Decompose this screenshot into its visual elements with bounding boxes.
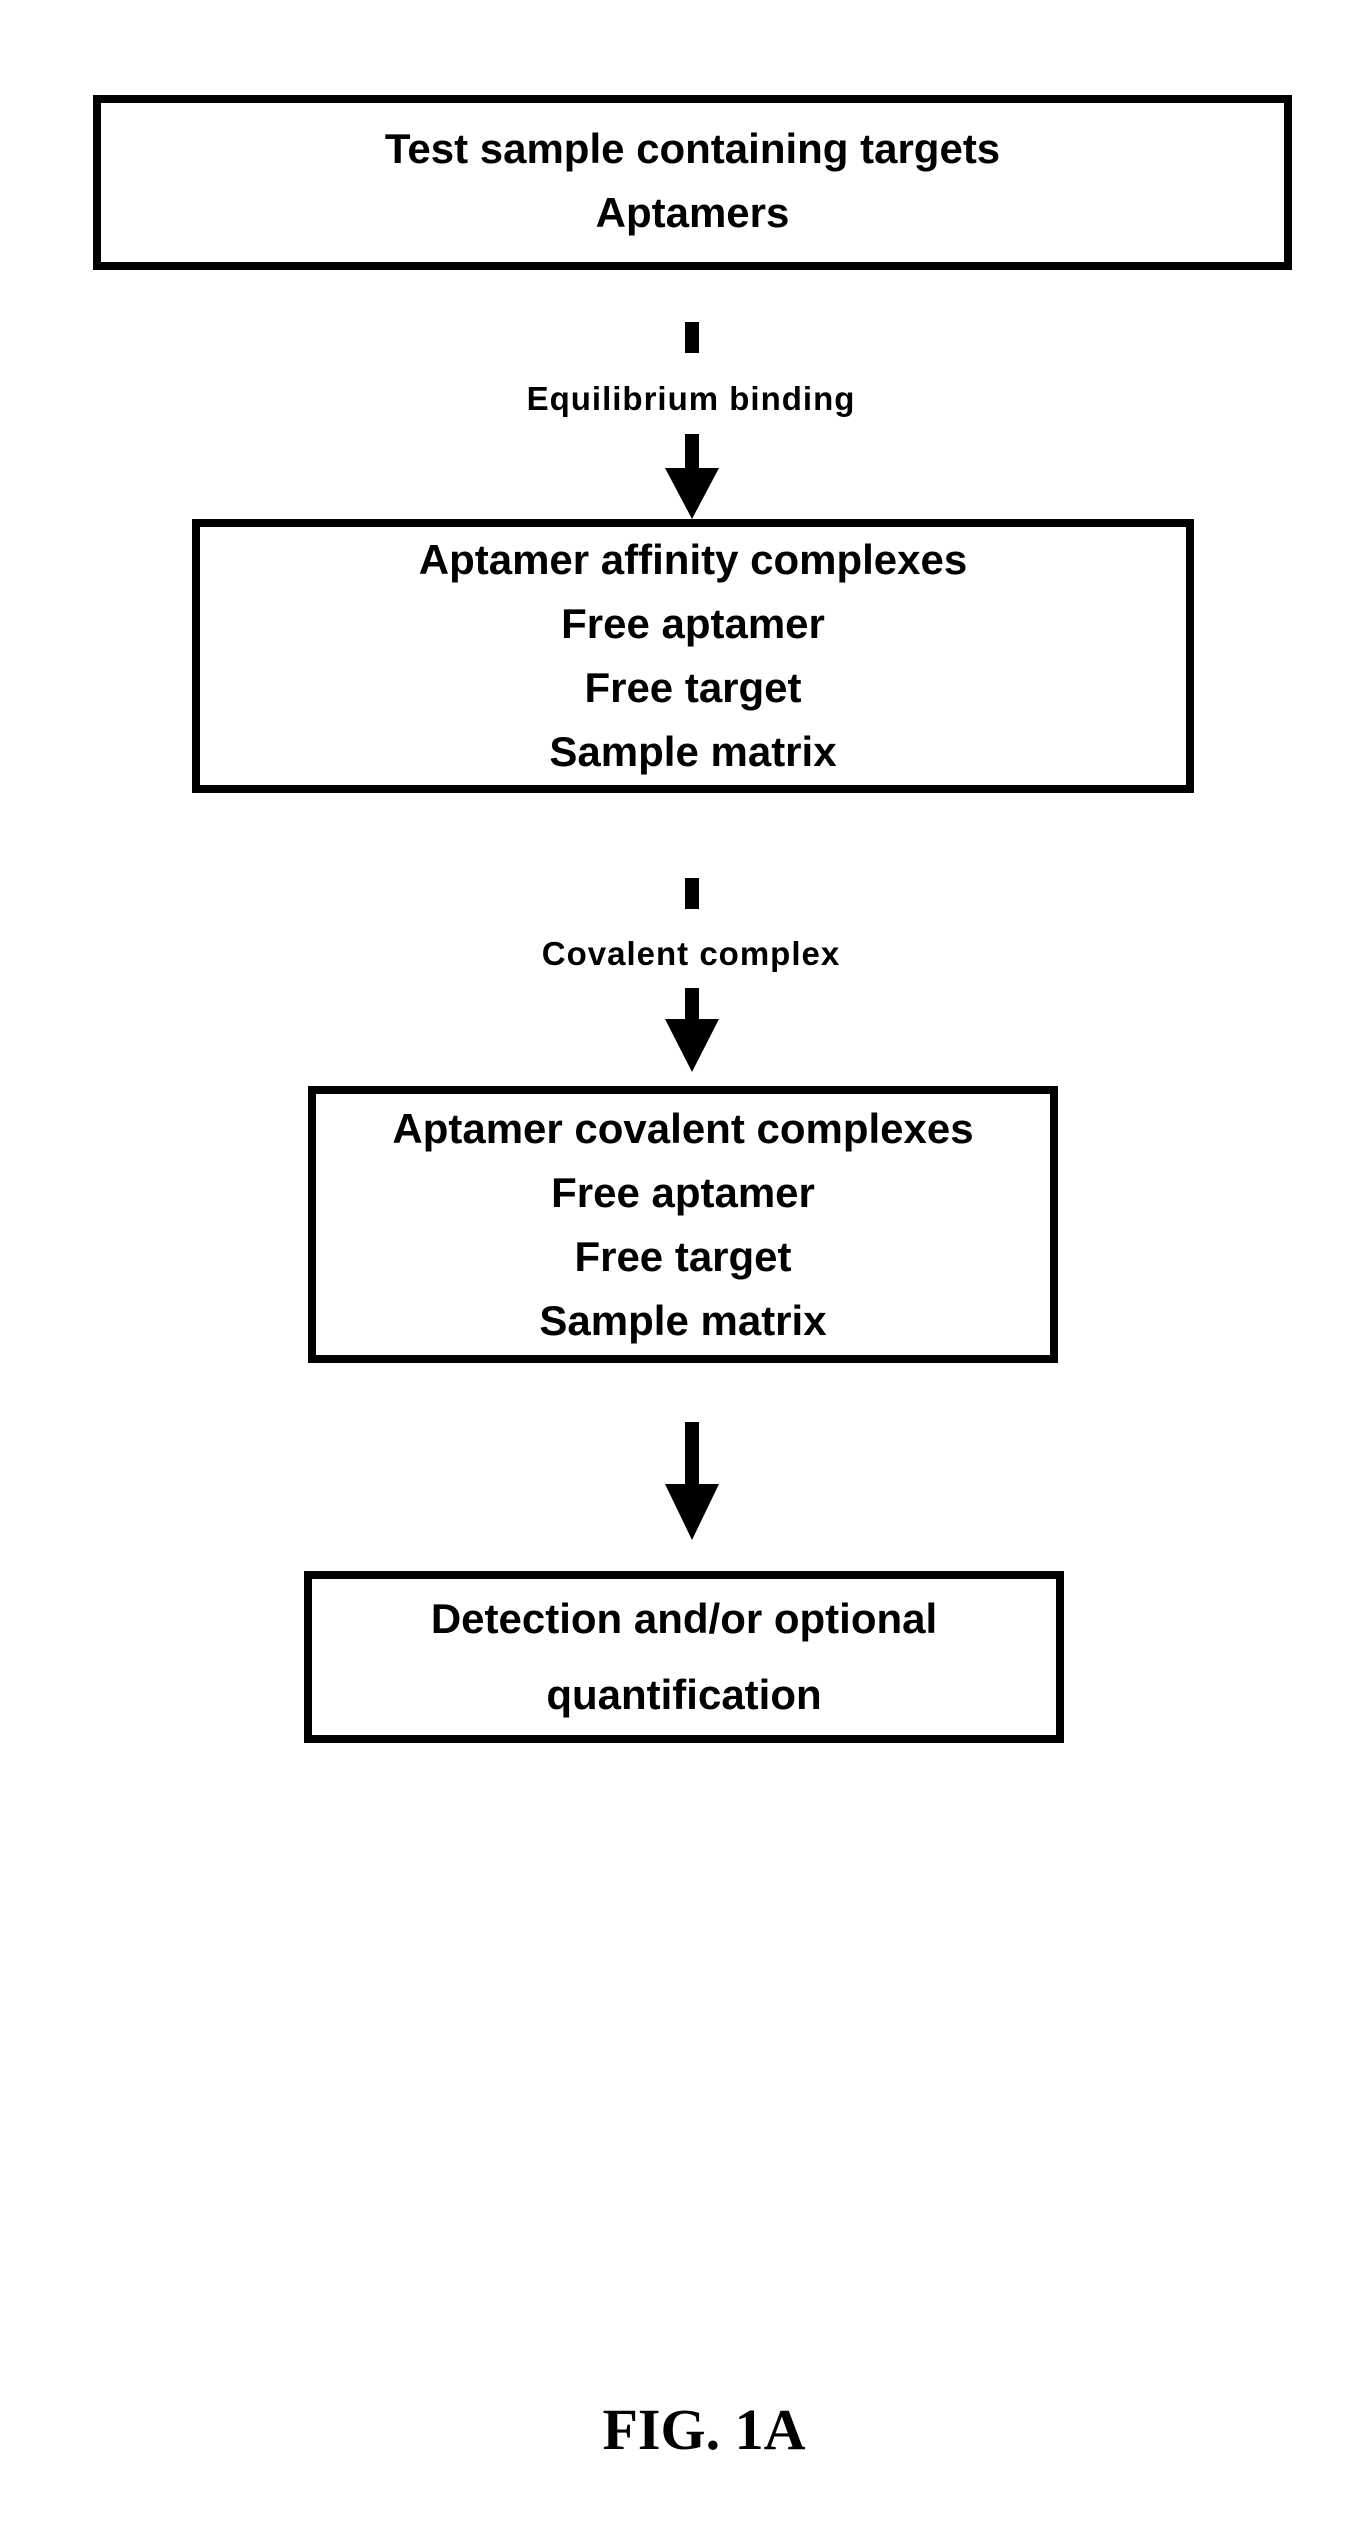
figure-caption: FIG. 1A — [602, 2397, 806, 2462]
down-arrow-icon — [665, 468, 719, 519]
box-text-line: Aptamer covalent complexes — [392, 1104, 974, 1152]
arrow-label-equilibrium-binding: Equilibrium binding — [526, 380, 856, 417]
box-text-line: quantification — [546, 1671, 822, 1718]
arrow-label-covalent-complex: Covalent complex — [541, 935, 841, 972]
box-text-line: Free aptamer — [551, 1168, 815, 1216]
flow-box-detection-quantification: Detection and/or optional quantification — [304, 1571, 1064, 1743]
arrow-shaft — [685, 434, 699, 468]
arrow-shaft — [685, 1422, 699, 1484]
box-text-line: Free target — [584, 664, 802, 711]
box-text-line: Detection and/or optional — [430, 1595, 938, 1642]
flow-box-aptamer-affinity-complexes: Aptamer affinity complexes Free aptamer … — [192, 519, 1194, 793]
box-text-line: Sample matrix — [539, 1296, 827, 1344]
box-text-line: Test sample containing targets — [384, 125, 1001, 172]
arrow-stub — [685, 878, 699, 909]
arrow-shaft — [685, 988, 699, 1019]
box-text-line: Free target — [574, 1232, 792, 1280]
down-arrow-icon — [665, 1484, 719, 1540]
box-text-line: Aptamer affinity complexes — [418, 536, 968, 583]
arrow-stub — [685, 322, 699, 353]
flow-box-aptamer-covalent-complexes: Aptamer covalent complexes Free aptamer … — [308, 1086, 1058, 1363]
box-text-line: Sample matrix — [549, 728, 837, 775]
flow-box-test-sample: Test sample containing targets Aptamers — [93, 95, 1292, 270]
box-text-line: Aptamers — [595, 189, 790, 236]
down-arrow-icon — [665, 1019, 719, 1072]
box-text-line: Free aptamer — [561, 600, 825, 647]
